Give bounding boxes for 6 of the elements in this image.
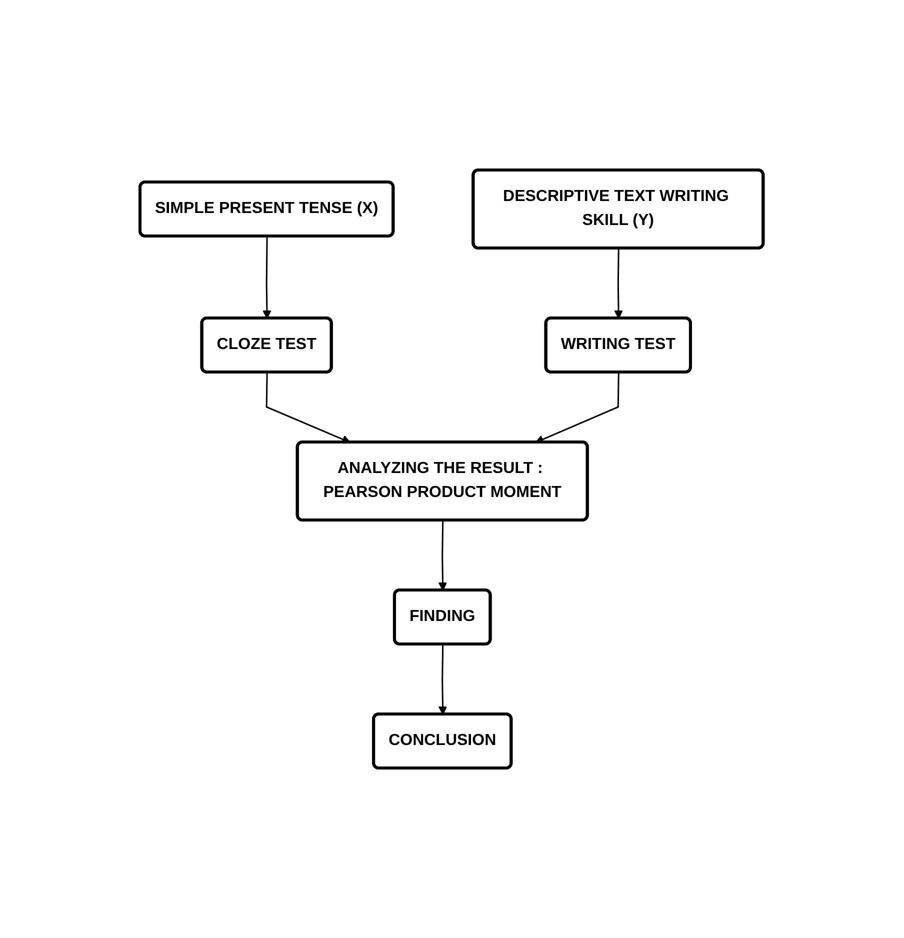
arrow [266,372,352,444]
arrow [614,248,624,319]
arrow [536,372,620,444]
arrow [438,644,448,715]
arrow [262,236,272,319]
arrow [438,520,448,591]
